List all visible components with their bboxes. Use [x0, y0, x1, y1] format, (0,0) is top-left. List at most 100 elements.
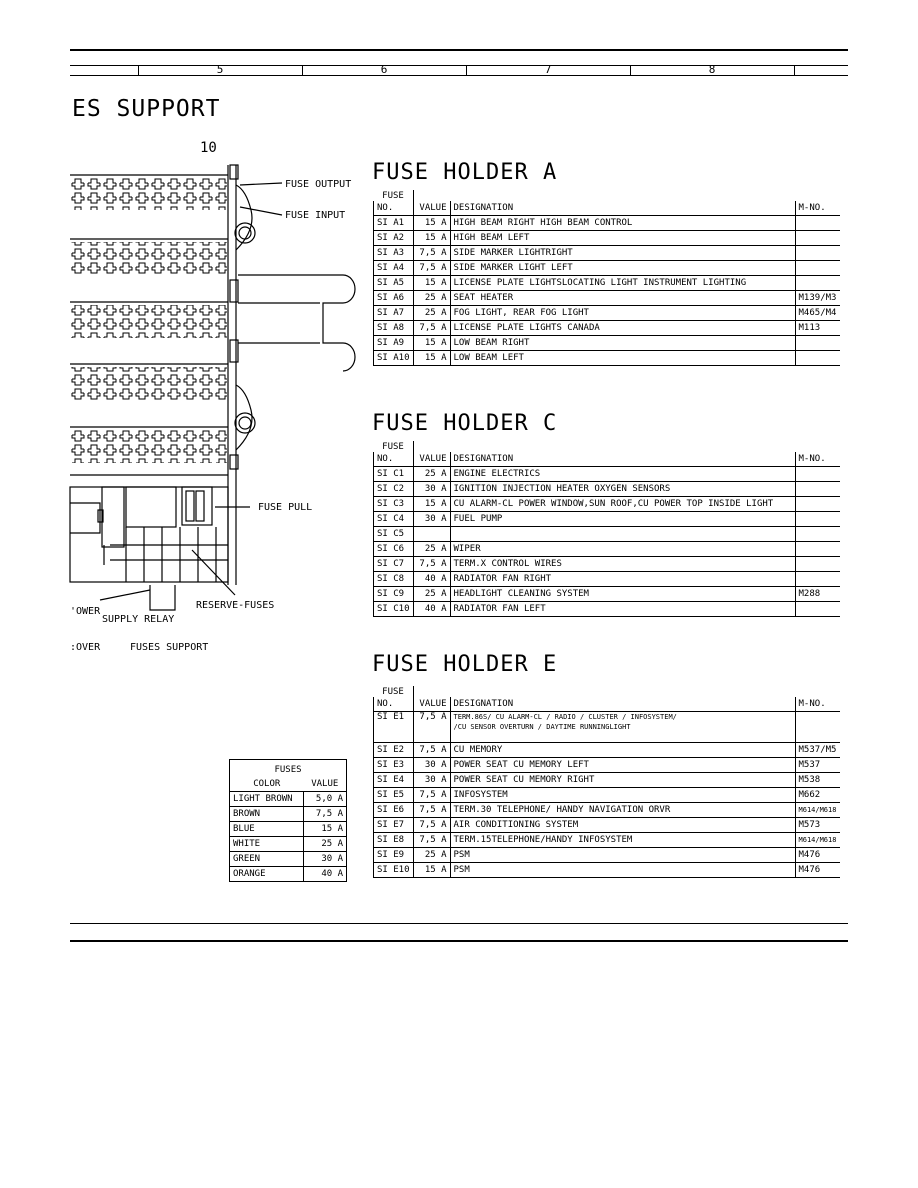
- table-row: SI E1 7,5 A TERM.86S/ CU ALARM-CL / RADI…: [373, 711, 840, 743]
- fuse-no: SI A4: [373, 260, 414, 276]
- fuse-designation: LOW BEAM RIGHT: [449, 335, 796, 351]
- fuse-no: SI C6: [373, 541, 414, 557]
- fuse-value: 15 A: [412, 862, 451, 878]
- fuse-designation: LOW BEAM LEFT: [449, 350, 796, 366]
- fuse-output-label: FUSE OUTPUT: [285, 179, 352, 190]
- fuse-no: SI A10: [373, 350, 414, 366]
- fuse-designation: WIPER: [449, 541, 796, 557]
- fuse-designation: FUEL PUMP: [449, 511, 796, 527]
- fuse-no: SI C4: [373, 511, 414, 527]
- column-divider: [630, 65, 631, 76]
- fuse-no: SI E3: [373, 757, 414, 773]
- fuse-header: FUSE: [373, 190, 414, 201]
- fuse-designation: CU MEMORY: [449, 742, 796, 758]
- fuse-no: SI E6: [373, 802, 414, 818]
- cover-label: :OVER: [70, 642, 101, 653]
- fuse-no: SI C2: [373, 481, 414, 497]
- fuse-holder-a-title: FUSE HOLDER A: [372, 160, 558, 185]
- fuse-mno: M573: [794, 817, 840, 833]
- fuse-pull-label: FUSE PULL: [258, 502, 313, 513]
- column-strip-bottom-line: [70, 75, 848, 76]
- fuse-value: 15 A: [412, 350, 451, 366]
- fuse-mno: [794, 466, 840, 482]
- no-header: NO.: [373, 452, 414, 467]
- fuse-value: 30 A: [412, 511, 451, 527]
- fuse-no: SI C1: [373, 466, 414, 482]
- column-number: 6: [380, 63, 388, 76]
- fuse-value: 30 A: [412, 757, 451, 773]
- fuse-mno: [794, 526, 840, 542]
- diagram-label-10: 10: [200, 140, 217, 156]
- column-number: 5: [216, 63, 224, 76]
- fuse-no: SI C7: [373, 556, 414, 572]
- fuse-no: SI C10: [373, 601, 414, 617]
- fuse-no: SI A1: [373, 215, 414, 231]
- section-title: ES SUPPORT: [72, 96, 221, 122]
- fuse-no: SI E1: [373, 711, 414, 743]
- fuse-designation: LICENSE PLATE LIGHTS CANADA: [449, 320, 796, 336]
- column-divider: [302, 65, 303, 76]
- reserve-fuses-label: RESERVE-FUSES: [196, 600, 275, 611]
- fuse-mno: M113: [794, 320, 840, 336]
- fuse-mno: M538: [794, 772, 840, 788]
- fuse-designation: TERM.15TELEPHONE/HANDY INFOSYSTEM: [449, 832, 796, 848]
- fuse-value: 7,5 A: [412, 742, 451, 758]
- fuse-designation: AIR CONDITIONING SYSTEM: [449, 817, 796, 833]
- value-header: VALUE: [412, 201, 451, 216]
- fuse-mno: [794, 215, 840, 231]
- fuse-value: 7,5 A: [412, 817, 451, 833]
- fuse-mno: M614/M618: [794, 832, 840, 848]
- fuse-header: FUSE: [373, 686, 414, 697]
- fuse-designation: IGNITION INJECTION HEATER OXYGEN SENSORS: [449, 481, 796, 497]
- fuse-mno: M476: [794, 862, 840, 878]
- fuse-color: GREEN: [229, 851, 304, 867]
- fuse-mno: M662: [794, 787, 840, 803]
- fuse-value: 25 A: [412, 466, 451, 482]
- fuse-mno: [794, 350, 840, 366]
- fuse-value: 25 A: [412, 847, 451, 863]
- fuse-no: SI E2: [373, 742, 414, 758]
- fuse-mno: M288: [794, 586, 840, 602]
- fuse-support-diagram: [69, 164, 356, 611]
- fuse-rating: 25 A: [303, 836, 347, 852]
- fuse-holder-e-title: FUSE HOLDER E: [372, 652, 558, 677]
- top-border-line: [70, 49, 848, 51]
- power-label: 'OWER: [70, 606, 101, 617]
- fuse-no: SI A5: [373, 275, 414, 291]
- bottom-border-line: [70, 923, 848, 924]
- fuse-mno: M476: [794, 847, 840, 863]
- fuse-value: 7,5 A: [412, 832, 451, 848]
- mno-header: M-NO.: [794, 697, 840, 712]
- designation-header: DESIGNATION: [449, 452, 796, 467]
- fuse-value: 40 A: [412, 571, 451, 587]
- fuse-mno: [794, 571, 840, 587]
- fuse-designation: PSM: [449, 847, 796, 863]
- fuse-designation: SIDE MARKER LIGHTRIGHT: [449, 245, 796, 261]
- fuse-value: 7,5 A: [412, 711, 451, 743]
- designation-line: TERM.86S/ CU ALARM-CL / RADIO / CLUSTER …: [453, 713, 677, 721]
- fuse-designation: POWER SEAT CU MEMORY RIGHT: [449, 772, 796, 788]
- fuse-value: [412, 526, 451, 542]
- fuse-no: SI A7: [373, 305, 414, 321]
- fuse-no: SI E7: [373, 817, 414, 833]
- fuse-no: SI A2: [373, 230, 414, 246]
- fuse-value: 40 A: [412, 601, 451, 617]
- fuse-value: 25 A: [412, 541, 451, 557]
- fuse-no: SI C9: [373, 586, 414, 602]
